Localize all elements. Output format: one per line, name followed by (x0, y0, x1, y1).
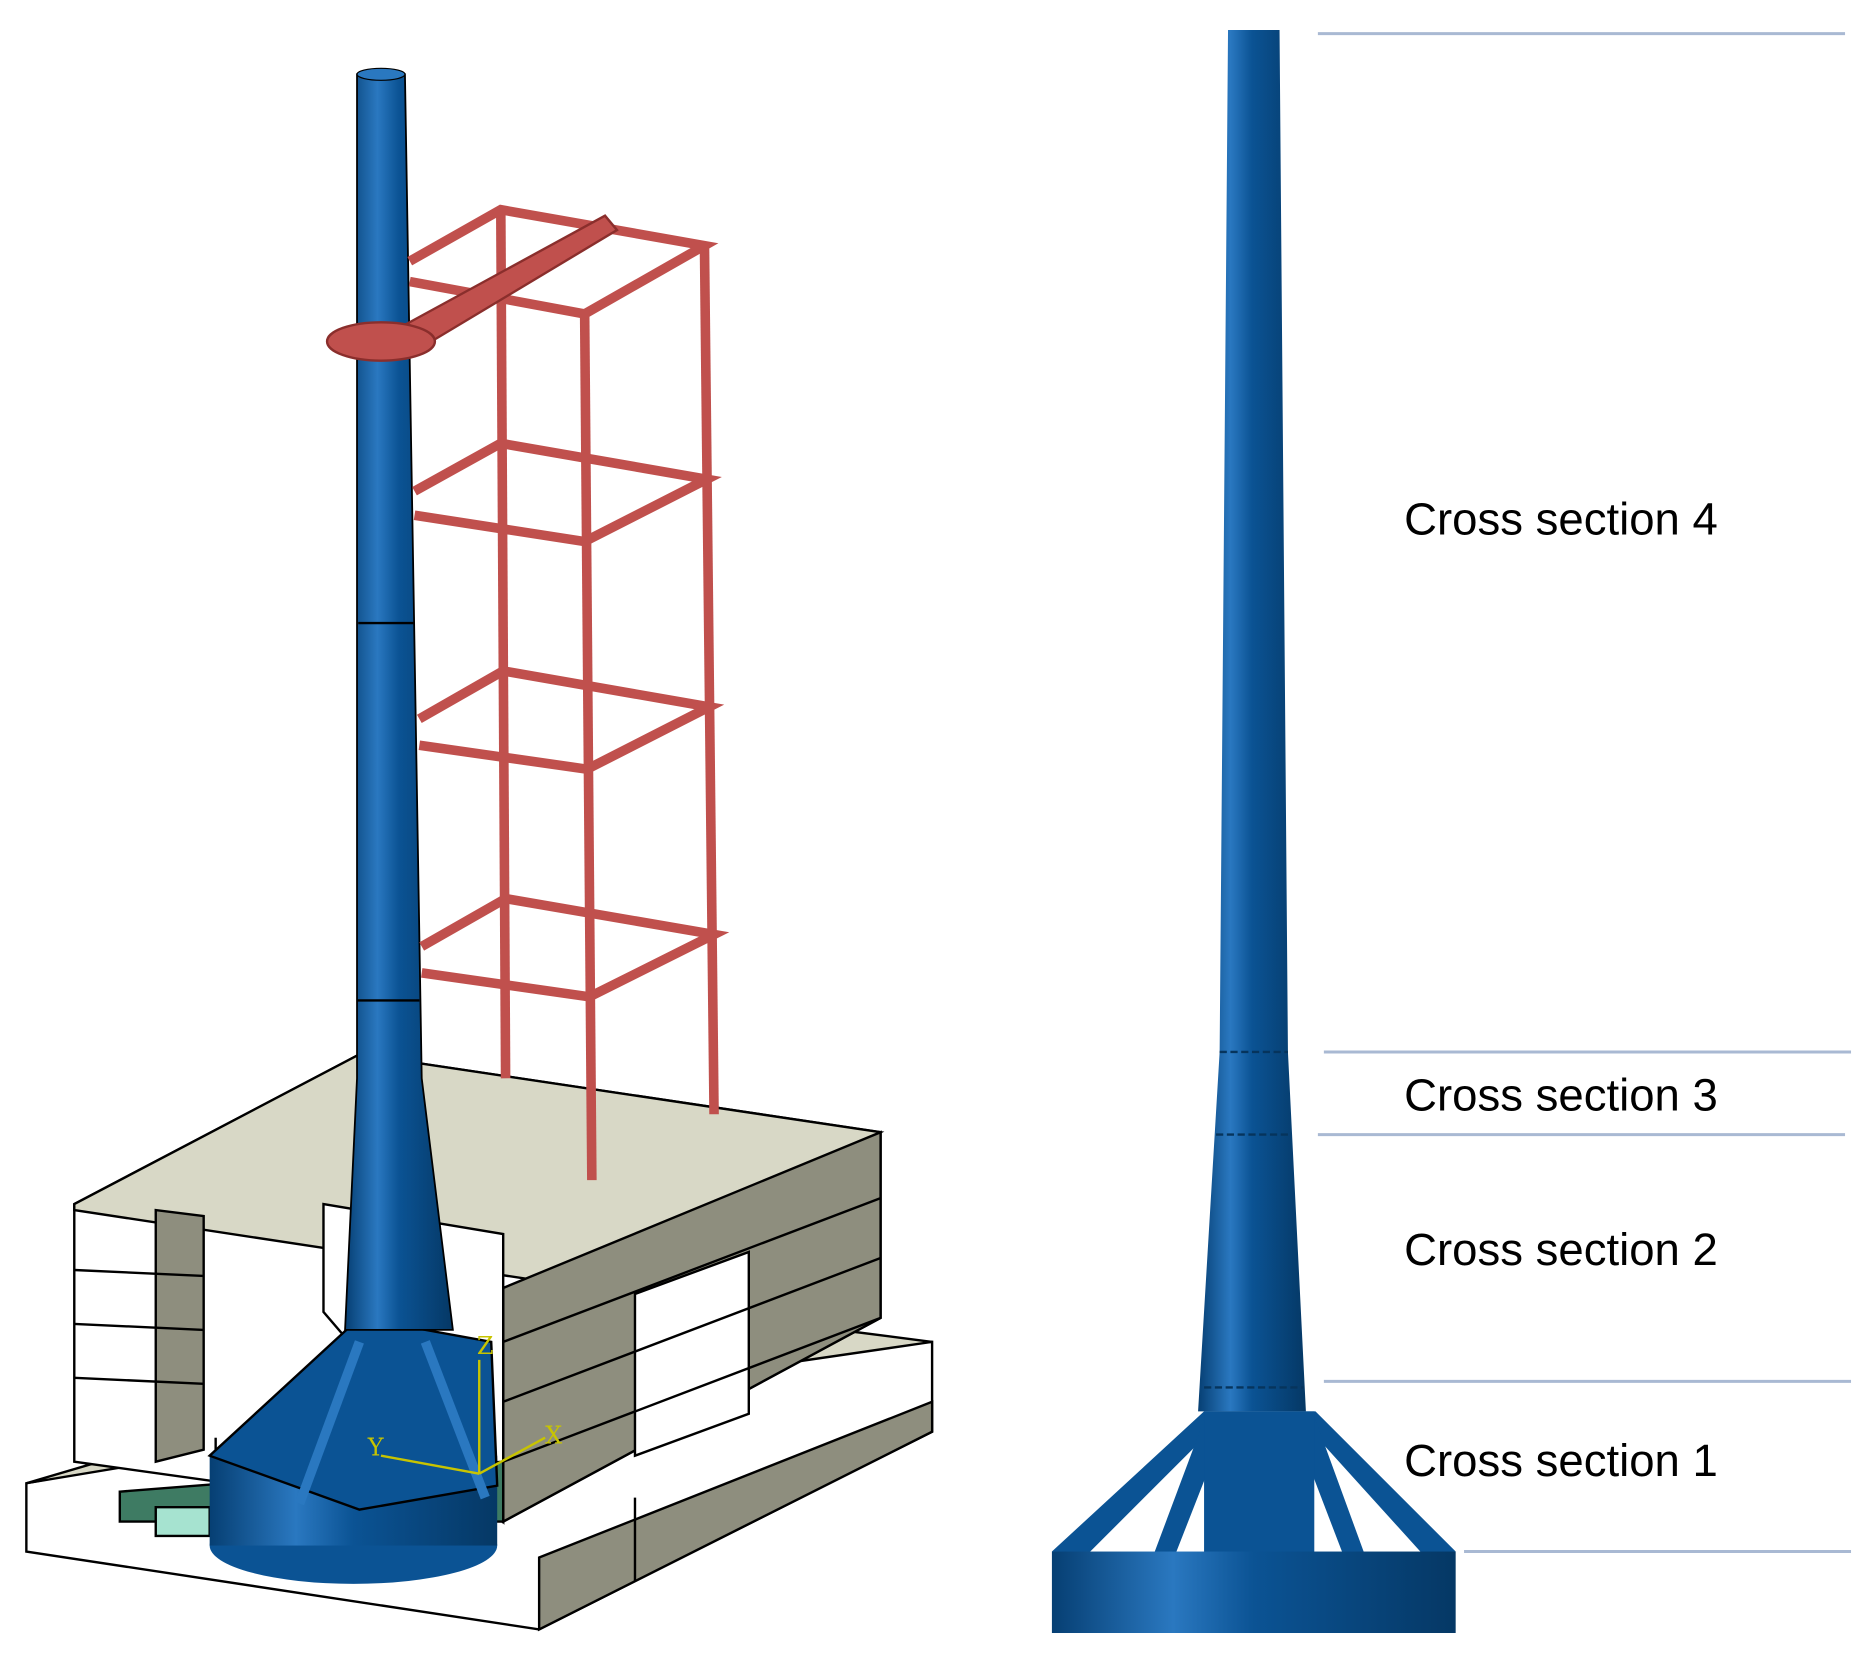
coordinate-axes: Z Y X (367, 1332, 562, 1475)
red-frame (325, 204, 730, 1181)
label-cross-section-3: Cross section 3 (1404, 1070, 1718, 1121)
label-cross-section-1: Cross section 1 (1404, 1435, 1718, 1486)
label-cross-section-2: Cross section 2 (1404, 1224, 1718, 1275)
right-elevation-model: Cross section 4 Cross section 3 Cross se… (1051, 29, 1852, 1634)
label-cross-section-4: Cross section 4 (1404, 493, 1718, 544)
base-bracket (1051, 1411, 1456, 1634)
tower-pole (344, 67, 454, 1331)
left-3d-model: Z Y X (25, 67, 934, 1632)
axis-label-y: Y (367, 1434, 385, 1462)
section-dividers (1317, 32, 1852, 1554)
tower-shaft (1198, 29, 1306, 1412)
axis-label-x: X (545, 1422, 562, 1450)
axis-label-z: Z (477, 1332, 494, 1360)
tower-base (207, 1316, 499, 1584)
